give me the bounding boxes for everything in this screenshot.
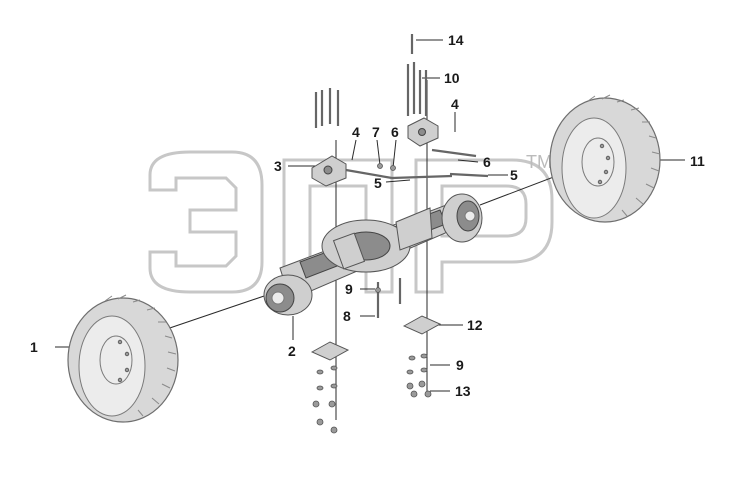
callout-12: 12 <box>467 317 483 333</box>
callout-6-left: 6 <box>391 124 399 140</box>
axle-assembly <box>279 195 481 301</box>
right-wheel <box>549 94 661 223</box>
callout-9-upper: 9 <box>345 281 353 297</box>
lower-bolts <box>375 278 402 318</box>
nuts-washers <box>312 353 432 434</box>
callout-13: 13 <box>455 383 471 399</box>
callout-11: 11 <box>690 153 705 169</box>
callout-3: 3 <box>274 158 282 174</box>
mount-bracket-right <box>407 117 439 147</box>
callout-14: 14 <box>448 32 464 48</box>
callout-6-right: 6 <box>483 154 491 170</box>
callout-2: 2 <box>288 343 296 359</box>
plate-right <box>402 315 442 335</box>
callout-9-lower: 9 <box>456 357 464 373</box>
callout-7: 7 <box>372 124 380 140</box>
callout-labels: 1 2 3 4 4 5 5 6 6 7 8 9 9 10 11 12 13 14 <box>30 32 705 399</box>
callout-1: 1 <box>30 339 38 355</box>
tie-rods <box>345 148 489 180</box>
callout-5-left: 5 <box>374 175 382 191</box>
right-hub <box>441 193 483 243</box>
callout-5-right: 5 <box>510 167 518 183</box>
callout-4-right: 4 <box>451 96 459 112</box>
left-wheel <box>67 294 179 423</box>
mount-bracket-left <box>311 155 347 187</box>
long-bolts <box>314 34 428 128</box>
plate-left <box>310 341 350 361</box>
trademark-mark: TM <box>526 152 552 172</box>
left-hub <box>263 274 313 316</box>
callout-8: 8 <box>343 308 351 324</box>
callout-4-left: 4 <box>352 124 360 140</box>
callout-10: 10 <box>444 70 460 86</box>
